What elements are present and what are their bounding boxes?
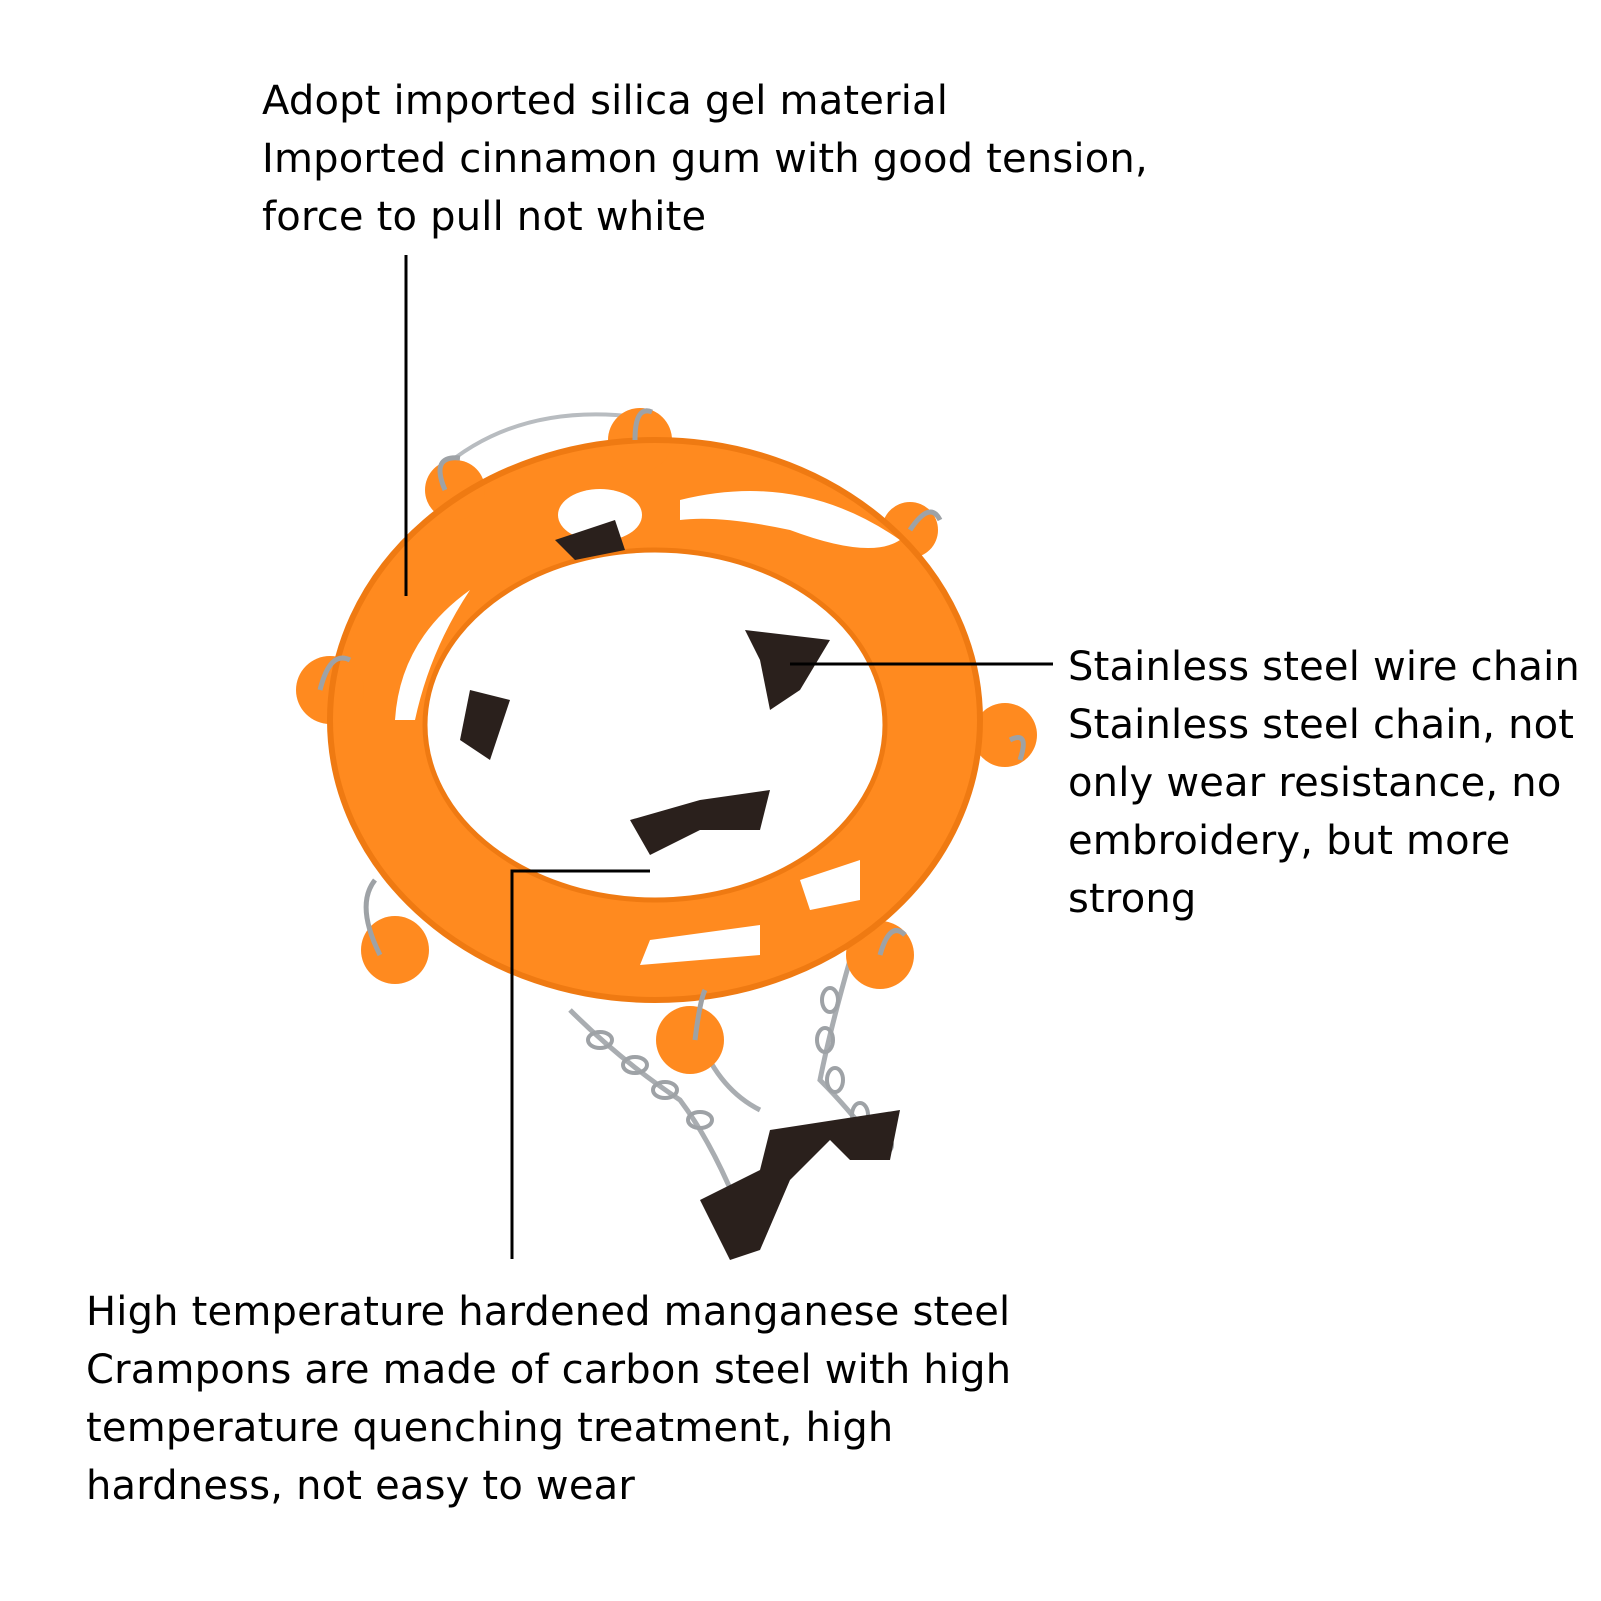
top-wire-arc bbox=[438, 412, 646, 472]
callout-line: embroidery, but more bbox=[1068, 818, 1511, 864]
leader-line-spike bbox=[510, 869, 650, 1259]
callout-line: Stainless steel wire chain bbox=[1068, 644, 1580, 690]
callout-steel-chain: Stainless steel wire chain Stainless ste… bbox=[1068, 638, 1580, 928]
callout-line: only wear resistance, no bbox=[1068, 760, 1562, 806]
callout-line: High temperature hardened manganese stee… bbox=[86, 1289, 1011, 1335]
callout-manganese-steel: High temperature hardened manganese stee… bbox=[86, 1283, 1011, 1515]
callout-line: force to pull not white bbox=[262, 194, 707, 240]
callout-silica-gel: Adopt imported silica gel material Impor… bbox=[262, 72, 1148, 246]
callout-line: Adopt imported silica gel material bbox=[262, 78, 949, 124]
crampon-spikes bbox=[460, 520, 900, 1260]
callout-line: hardness, not easy to wear bbox=[86, 1463, 635, 1509]
leader-lines bbox=[404, 255, 1053, 1259]
callout-line: Stainless steel chain, not bbox=[1068, 702, 1575, 748]
wire-hooks bbox=[317, 408, 1026, 1041]
callout-line: Crampons are made of carbon steel with h… bbox=[86, 1347, 1012, 1393]
callout-line: Imported cinnamon gum with good tension, bbox=[262, 136, 1148, 182]
callout-line: temperature quenching treatment, high bbox=[86, 1405, 894, 1451]
callout-line: strong bbox=[1068, 876, 1197, 922]
